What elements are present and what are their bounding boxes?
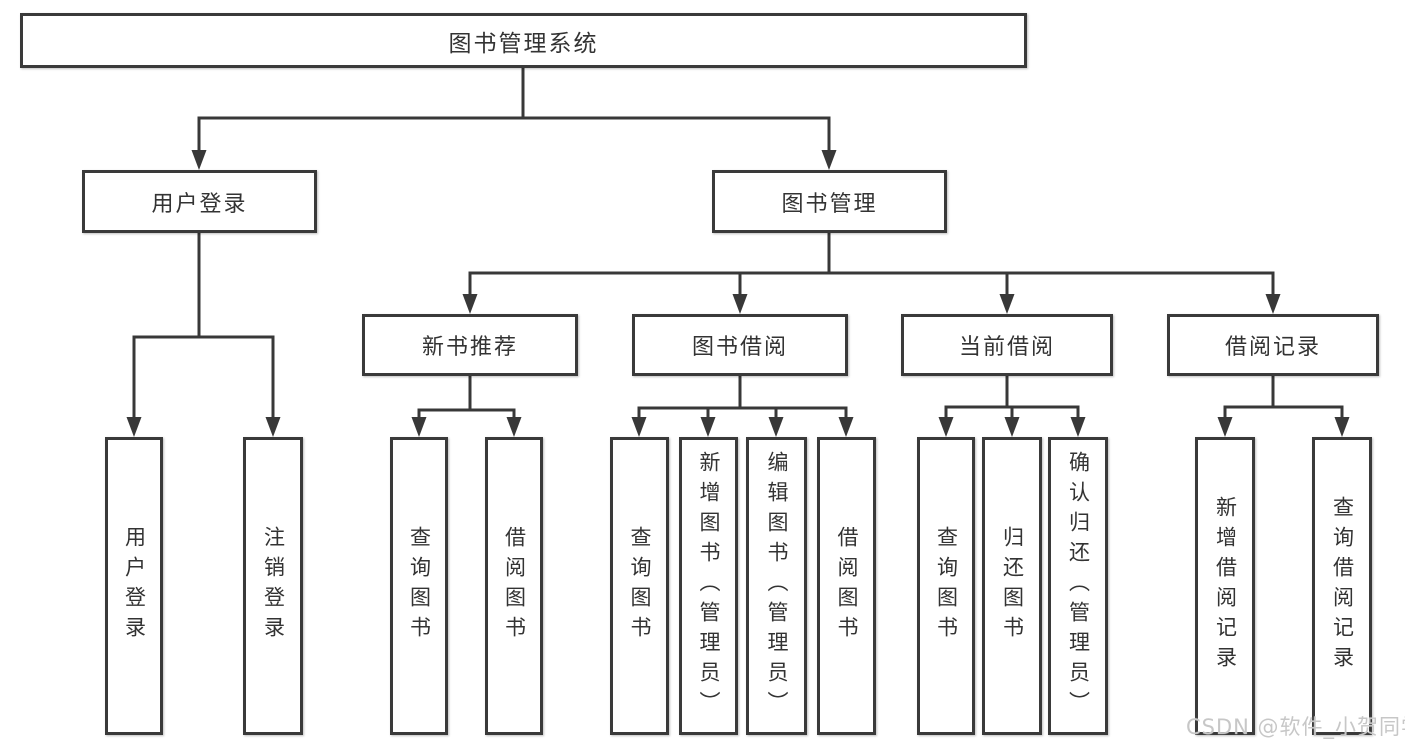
- arrowhead-icon: [1004, 417, 1020, 437]
- node-label: 图书管理: [781, 191, 878, 217]
- node-query-books-current: 查询图书: [917, 437, 975, 735]
- node-new-book-recommend: 新书推荐: [362, 314, 578, 376]
- arrowhead-icon: [1217, 417, 1233, 437]
- node-borrow-books-recommend: 借阅图书: [485, 437, 543, 735]
- arrowhead-icon: [1334, 417, 1350, 437]
- node-label: 用户登录: [151, 191, 248, 217]
- node-user-login-module: 用户登录: [82, 170, 317, 233]
- node-add-book-admin: 新增图书（管理员）: [679, 437, 738, 735]
- arrowhead-icon: [265, 417, 281, 437]
- arrowhead-icon: [411, 417, 427, 437]
- node-user-login: 用户登录: [105, 437, 163, 735]
- node-label: 新增图书（管理员）: [697, 451, 722, 721]
- watermark: CSDN @软件_小贺同学: [1186, 715, 1405, 739]
- arrowhead-icon: [462, 294, 478, 314]
- arrowhead-icon: [506, 417, 522, 437]
- node-label: 当前借阅: [958, 335, 1055, 360]
- node-label: 新书推荐: [421, 335, 518, 360]
- node-query-borrow-record: 查询借阅记录: [1312, 437, 1372, 735]
- node-borrowing-records: 借阅记录: [1167, 314, 1379, 376]
- node-label: 编辑图书（管理员）: [765, 451, 790, 721]
- node-query-books-recommend: 查询图书: [390, 437, 448, 735]
- node-label: 用户登录: [122, 526, 147, 646]
- node-label: 借阅图书: [835, 526, 860, 646]
- node-borrow-books: 借阅图书: [817, 437, 876, 735]
- arrowhead-icon: [191, 150, 207, 170]
- arrowhead-icon: [838, 417, 854, 437]
- arrowhead-icon: [938, 417, 954, 437]
- node-book-borrowing: 图书借阅: [632, 314, 848, 376]
- node-edit-book-admin: 编辑图书（管理员）: [746, 437, 807, 735]
- arrowhead-icon: [1265, 294, 1281, 314]
- node-label: 借阅记录: [1224, 335, 1321, 360]
- node-label: 借阅图书: [502, 526, 527, 646]
- node-label: 确认归还（管理员）: [1066, 451, 1091, 721]
- arrowhead-icon: [126, 417, 142, 437]
- arrowhead-icon: [821, 150, 837, 170]
- node-label: 查询图书: [407, 526, 432, 646]
- node-current-borrowing: 当前借阅: [901, 314, 1113, 376]
- node-library-system: 图书管理系统: [20, 13, 1027, 68]
- node-confirm-return-admin: 确认归还（管理员）: [1048, 437, 1108, 735]
- node-label: 注销登录: [261, 526, 286, 646]
- arrowhead-icon: [631, 417, 647, 437]
- node-label: 归还图书: [1000, 526, 1025, 646]
- node-query-books-borrow: 查询图书: [610, 437, 669, 735]
- node-label: 新增借阅记录: [1213, 496, 1238, 676]
- node-label: 查询图书: [934, 526, 959, 646]
- node-label: 图书借阅: [691, 335, 788, 360]
- node-add-borrow-record: 新增借阅记录: [1195, 437, 1255, 735]
- arrowhead-icon: [999, 294, 1015, 314]
- node-book-management: 图书管理: [712, 170, 947, 233]
- node-return-books: 归还图书: [982, 437, 1042, 735]
- node-label: 查询图书: [628, 526, 653, 646]
- node-label: 查询借阅记录: [1330, 496, 1355, 676]
- arrowhead-icon: [732, 294, 748, 314]
- node-label: 图书管理系统: [448, 30, 599, 57]
- arrowhead-icon: [700, 417, 716, 437]
- arrowhead-icon: [1070, 417, 1086, 437]
- node-logout: 注销登录: [243, 437, 303, 735]
- arrowhead-icon: [768, 417, 784, 437]
